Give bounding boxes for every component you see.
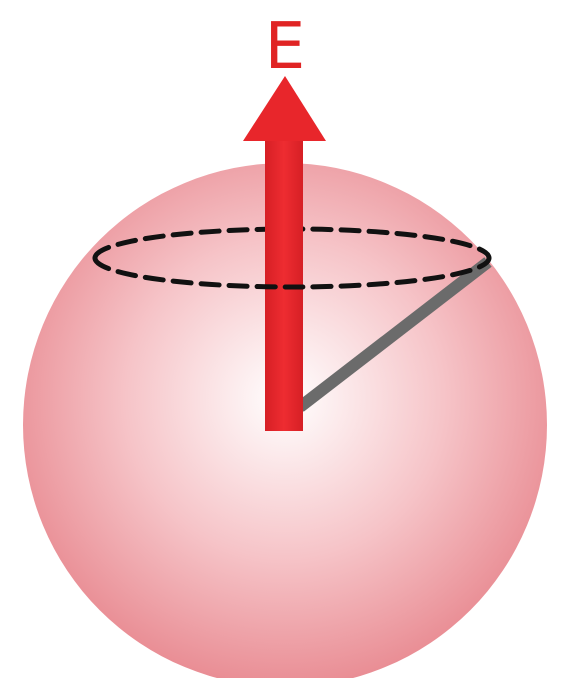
field-label: E [265,10,305,84]
field-arrow-head [243,76,326,141]
